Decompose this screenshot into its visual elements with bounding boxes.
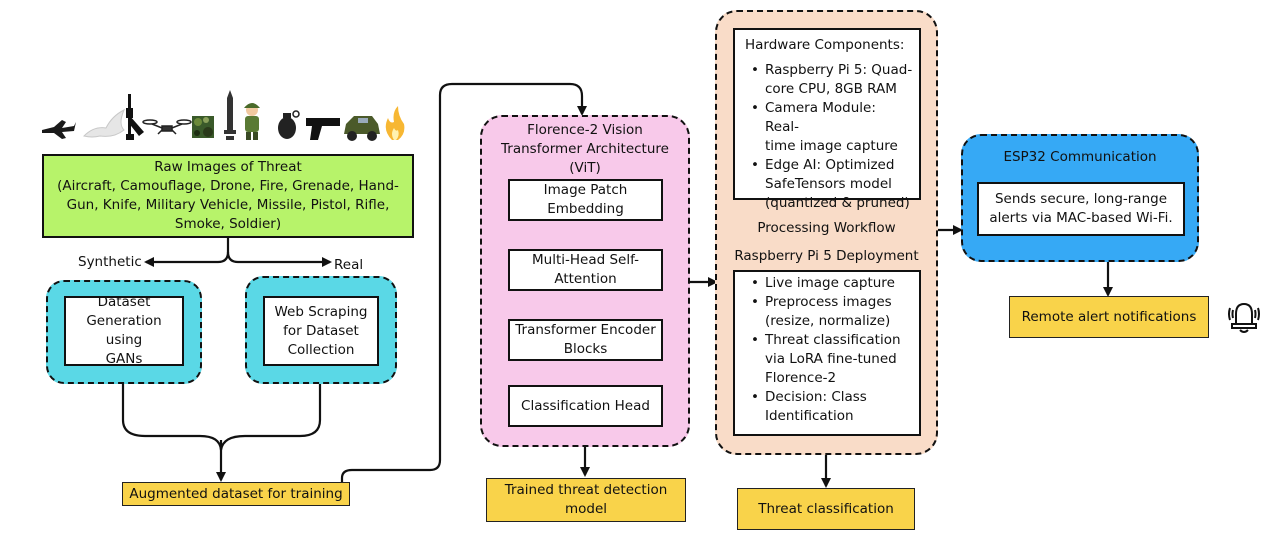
encoder-blocks-line-2: Blocks xyxy=(563,341,608,357)
fire-icon xyxy=(385,106,405,140)
jet-icon xyxy=(42,120,76,139)
gan-box: Dataset Generation using GANs xyxy=(64,294,184,367)
gan-line-2: Generation using xyxy=(86,313,162,348)
patch-embedding-block: Image Patch Embedding xyxy=(508,179,663,221)
florence-title: Florence-2 Vision Transformer Architectu… xyxy=(482,119,688,179)
classification-head-line: Classification Head xyxy=(521,397,650,414)
scraping-container: Web Scraping for Dataset Collection xyxy=(245,276,397,384)
raspberry-pi-container: Hardware Components: Raspberry Pi 5: Qua… xyxy=(715,10,938,455)
pistol-icon xyxy=(306,118,340,140)
patch-embedding-line-2: Embedding xyxy=(547,201,624,217)
scraping-box: Web Scraping for Dataset Collection xyxy=(263,296,379,366)
trained-model-line-2: model xyxy=(564,501,608,517)
threat-icons-row xyxy=(42,90,405,141)
dove-icon xyxy=(83,108,125,138)
workflow-list: Live image capture Preprocess images(res… xyxy=(745,274,913,426)
grenade-icon xyxy=(278,110,300,139)
self-attention-line-1: Multi-Head Self- xyxy=(532,252,639,268)
florence-title-line-2: Transformer Architecture xyxy=(501,140,669,157)
raw-images-box: Raw Images of Threat (Aircraft, Camoufla… xyxy=(42,154,414,238)
workflow-subtitle: Raspberry Pi 5 Deployment xyxy=(734,247,919,264)
scraping-line-2: for Dataset xyxy=(283,322,359,339)
hardware-item: Raspberry Pi 5: Quad-core CPU, 8GB RAM xyxy=(751,61,913,99)
scraping-line-1: Web Scraping xyxy=(274,303,368,320)
alarm-bell-icon xyxy=(1228,302,1260,333)
trained-model-box: Trained threat detection model xyxy=(486,478,686,522)
rifle-icon xyxy=(126,94,144,140)
scraping-line-3: Collection xyxy=(287,341,355,358)
encoder-blocks-line-1: Transformer Encoder xyxy=(515,322,656,338)
raw-images-line-2: Gun, Knife, Military Vehicle, Missile, P… xyxy=(66,197,390,213)
hardware-title: Hardware Components: xyxy=(745,37,905,53)
esp32-line-1: Sends secure, long-range xyxy=(994,191,1168,207)
trained-model-line-1: Trained threat detection xyxy=(504,482,668,498)
remote-alert-box: Remote alert notifications xyxy=(1009,296,1209,338)
florence-vit-container: Florence-2 Vision Transformer Architectu… xyxy=(480,115,690,447)
augmented-to-vit-arrow xyxy=(340,82,587,484)
raw-images-line-3: Smoke, Soldier) xyxy=(174,216,282,232)
drone-icon xyxy=(142,119,192,135)
esp32-description-box: Sends secure, long-range alerts via MAC-… xyxy=(977,182,1185,236)
military-vehicle-icon xyxy=(344,116,380,141)
raw-images-title: Raw Images of Threat xyxy=(154,159,302,175)
self-attention-line-2: Attention xyxy=(554,271,617,287)
raw-images-line-1: (Aircraft, Camouflage, Drone, Fire, Gren… xyxy=(57,178,399,194)
gan-container: Dataset Generation using GANs xyxy=(46,280,202,384)
gan-line-3: GANs xyxy=(105,351,143,367)
augmented-dataset-box: Augmented dataset for training xyxy=(122,482,350,506)
florence-title-line-1: Florence-2 Vision xyxy=(527,121,643,138)
split-connector-real xyxy=(226,251,332,267)
esp32-title: ESP32 Communication xyxy=(1003,148,1157,165)
hardware-list: Raspberry Pi 5: Quad-core CPU, 8GB RAM C… xyxy=(745,61,913,213)
encoder-blocks-block: Transformer Encoder Blocks xyxy=(508,319,663,361)
hardware-item: Camera Module: Real-time image capture xyxy=(751,99,913,156)
patch-embedding-line-1: Image Patch xyxy=(543,182,628,198)
merge-connector xyxy=(121,384,322,451)
split-connector xyxy=(144,238,230,267)
synthetic-label: Synthetic xyxy=(78,254,142,270)
gan-line-1: Dataset xyxy=(97,294,151,310)
self-attention-block: Multi-Head Self- Attention xyxy=(508,249,663,291)
classification-head-block: Classification Head xyxy=(508,385,663,427)
workflow-item: Live image capture xyxy=(751,274,913,293)
esp32-container: ESP32 Communication Sends secure, long-r… xyxy=(961,134,1199,262)
workflow-box: Live image capture Preprocess images(res… xyxy=(733,270,921,436)
real-label: Real xyxy=(334,257,364,273)
esp32-line-2: alerts via MAC-based Wi-Fi. xyxy=(989,210,1173,226)
hardware-components-box: Hardware Components: Raspberry Pi 5: Qua… xyxy=(733,28,921,211)
florence-title-line-3: (ViT) xyxy=(569,159,601,176)
missile-icon xyxy=(224,90,236,140)
camouflage-icon xyxy=(192,116,214,138)
soldier-icon xyxy=(244,103,260,140)
threat-classification-box: Threat classification xyxy=(737,488,915,530)
workflow-item: Preprocess images(resize, normalize) xyxy=(751,293,913,331)
workflow-title: Processing Workflow xyxy=(757,219,896,236)
